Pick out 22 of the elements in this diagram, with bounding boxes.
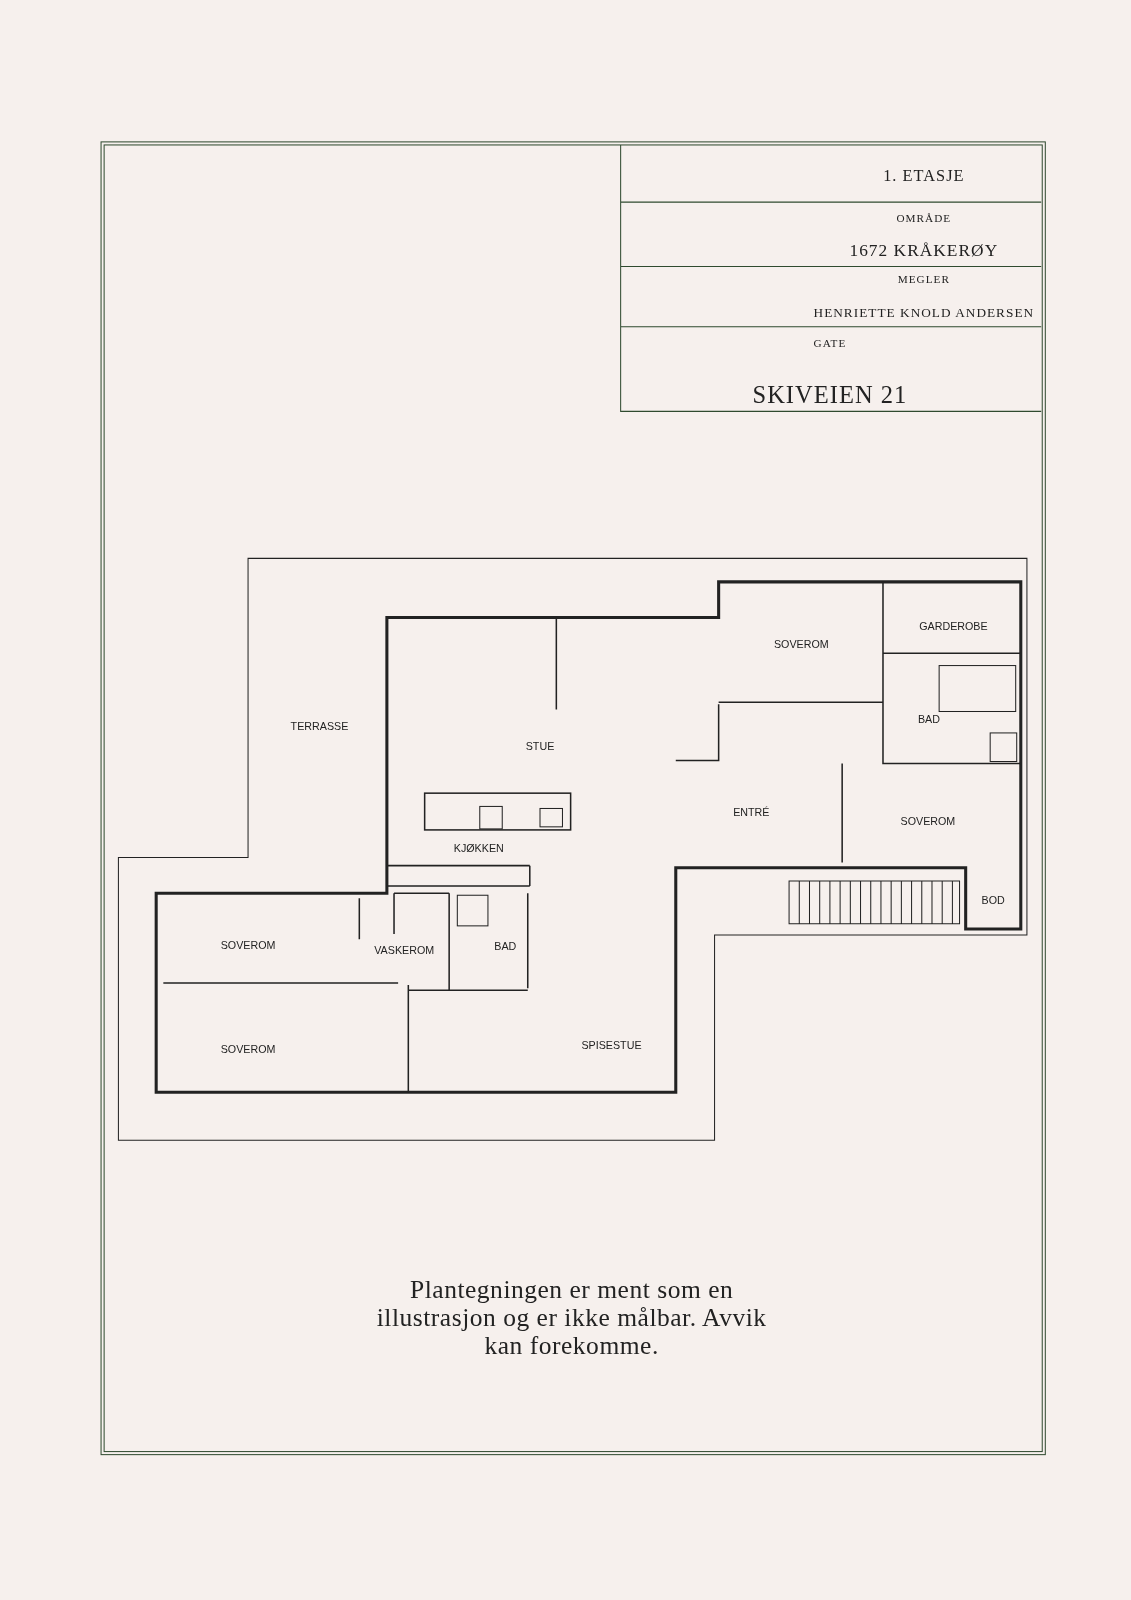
room-label: BAD [494,940,517,953]
room-label: GARDEROBE [919,619,988,632]
agent-name: HENRIETTE KNOLD ANDERSEN [813,305,1035,322]
room-label: SOVEROM [220,1043,276,1056]
room-label: VASKEROM [374,944,435,957]
room-label: SPISESTUE [581,1039,642,1052]
room-label: BAD [917,712,940,725]
field-label: OMRÅDE [896,211,952,224]
room-label: ENTRÉ [733,805,770,818]
room-label: SOVEROM [773,638,829,651]
room-label: SOVEROM [900,814,956,827]
room-label: KJØKKEN [453,842,504,855]
area-value: 1672 KRÅKERØY [849,240,999,262]
room-label: STUE [525,740,555,753]
room-label: BOD [981,894,1005,907]
room-label: TERRASSE [290,719,349,732]
field-label: MEGLER [897,272,950,285]
room-label: SOVEROM [220,939,276,952]
field-label: GATE [813,336,847,350]
street-address: SKIVEIEN 21 [752,381,908,409]
disclaimer-text: Plantegningen er ment som en illustrasjon og er ikke målbar. Avvik kan forekomme. [375,1276,768,1359]
floor-label: 1. ETASJE [883,166,965,185]
